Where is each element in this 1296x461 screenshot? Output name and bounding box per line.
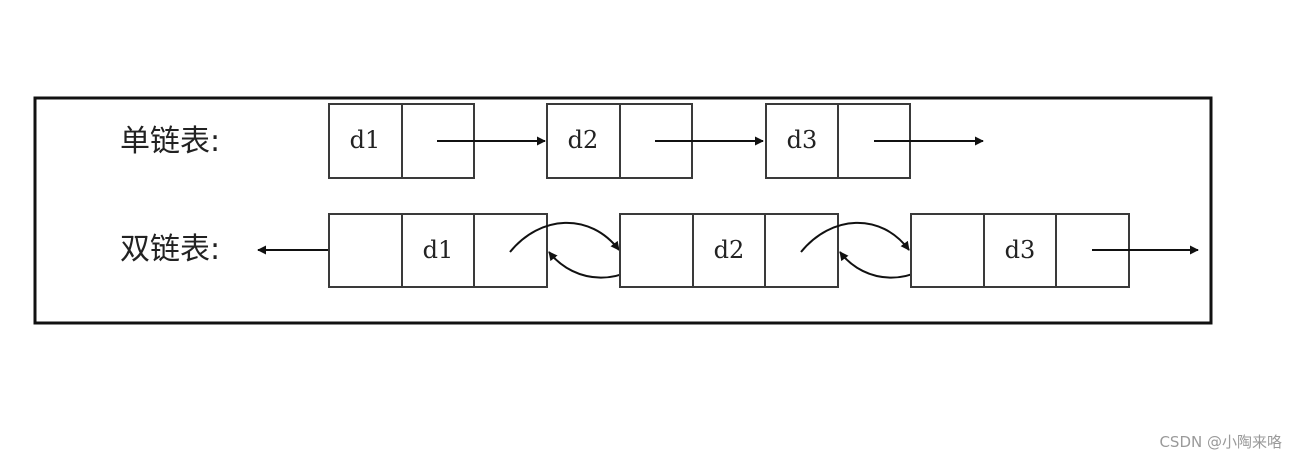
diagram-frame (33, 96, 1213, 325)
doubly-node-1: d1 (328, 213, 548, 288)
doubly-node-2-value: d2 (714, 236, 745, 264)
doubly-node-3-prev-cell (910, 213, 985, 288)
singly-node-1: d1 (328, 103, 475, 179)
doubly-next-arrow-1 (509, 221, 620, 253)
doubly-node-2: d2 (619, 213, 839, 288)
doubly-node-1-value: d1 (423, 236, 454, 264)
singly-node-3-value: d3 (787, 126, 818, 154)
doubly-node-1-prev-cell (328, 213, 403, 288)
watermark: CSDN @小陶来咯 (1159, 433, 1282, 451)
doubly-node-2-data-cell (692, 213, 766, 288)
singly-node-2-value: d2 (568, 126, 599, 154)
doubly-node-3: d3 (910, 213, 1130, 288)
doubly-linked-label: 双链表: (120, 232, 220, 267)
singly-linked-label: 单链表: (120, 124, 220, 159)
singly-node-1-value: d1 (350, 126, 381, 154)
singly-node-1-data-cell (328, 103, 403, 179)
doubly-node-1-data-cell (401, 213, 475, 288)
doubly-node-2-prev-cell (619, 213, 694, 288)
doubly-next-arrow-2 (800, 221, 910, 253)
doubly-node-3-data-cell (983, 213, 1057, 288)
doubly-node-3-value: d3 (1005, 236, 1036, 264)
